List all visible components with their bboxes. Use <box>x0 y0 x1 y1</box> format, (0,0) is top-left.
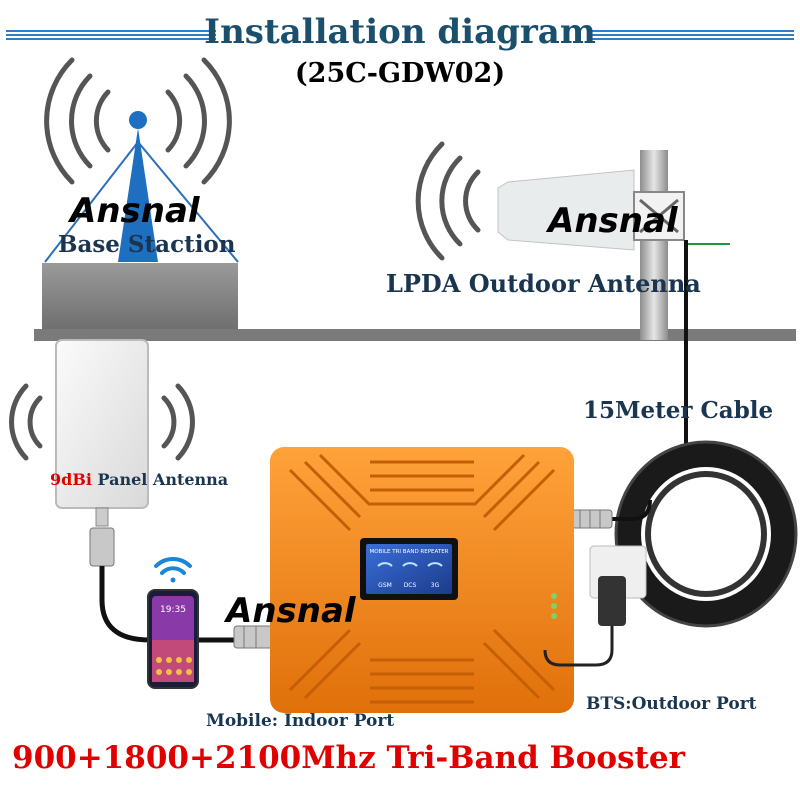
panel-gain: 9dBi <box>50 470 92 489</box>
indoor-port-label: Mobile: Indoor Port <box>206 711 394 731</box>
booster-title: 900+1800+2100Mhz Tri-Band Booster <box>12 740 685 776</box>
panel-antenna <box>12 340 193 526</box>
outdoor-port-label: BTS:Outdoor Port <box>586 694 757 714</box>
panel-antenna-text: Panel Antenna <box>92 470 228 489</box>
lpda-antenna <box>418 144 730 340</box>
band-label-gsm: GSM <box>378 582 392 589</box>
band-label-dcs: DCS <box>404 582 417 589</box>
lpda-antenna-label: LPDA Outdoor Antenna <box>386 269 701 298</box>
wifi-icon <box>156 559 190 583</box>
watermark: Ansnal <box>223 591 357 631</box>
tri-band-booster <box>270 447 574 713</box>
panel-connector <box>90 528 114 566</box>
base-station-label: Base Staction <box>58 231 236 258</box>
phone-time: 19:35 <box>160 605 186 615</box>
panel-antenna-label: 9dBi Panel Antenna <box>50 470 228 489</box>
watermark: Ansnal <box>545 201 679 241</box>
watermark: Ansnal <box>67 191 201 231</box>
outdoor-connector <box>572 510 612 528</box>
device-screen-header: MOBILE TRI BAND REPEATER <box>369 549 448 555</box>
cable-label: 15Meter Cable <box>583 397 773 424</box>
band-label-3g: 3G <box>431 582 440 589</box>
cable-coil <box>616 442 796 626</box>
